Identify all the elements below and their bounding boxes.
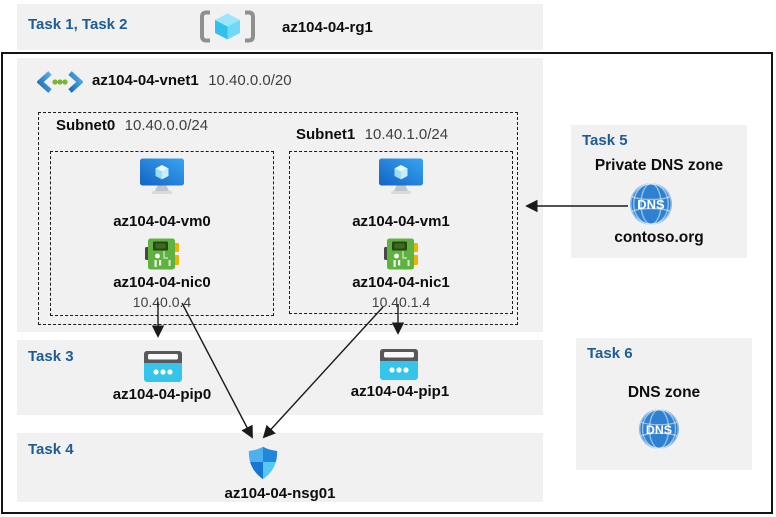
private-dns-icon: DNS <box>630 182 672 226</box>
vnet-name: az104-04-vnet1 <box>92 72 199 89</box>
diagram-border <box>1 52 773 514</box>
dns-zone-icon-text: DNS <box>646 423 672 437</box>
subnet1-cidr: 10.40.1.0/24 <box>364 126 449 143</box>
virtual-network-icon <box>37 71 83 93</box>
resource-group-band: Task 1, Task 2 az104-04-rg1 <box>17 4 543 50</box>
subnet0-box: az104-04-vm0 az104-04-nic0 10.40.0.4 <box>50 151 274 316</box>
nic0-name: az104-04-nic0 <box>113 274 211 292</box>
task3-label: Task 3 <box>28 348 74 365</box>
task6-box: Task 6 DNS zone DNS <box>576 338 752 470</box>
task4-band: Task 4 az104-04-nsg01 <box>17 433 543 502</box>
private-dns-zone-name: contoso.org <box>614 229 704 246</box>
subnet1-box: az104-04-vm1 az104-04-nic1 10.40.1.4 <box>289 151 513 314</box>
nic1-ip: 10.40.1.4 <box>371 293 431 310</box>
dns-zone-icon: DNS <box>638 408 680 450</box>
vm1-icon <box>379 158 423 194</box>
pip0-icon <box>144 351 182 382</box>
subnet0-cidr: 10.40.0.0/24 <box>124 117 209 134</box>
task5-box: Task 5 Private DNS zone DNS contoso.org <box>571 125 747 258</box>
task5-label: Task 5 <box>582 132 628 149</box>
task4-label: Task 4 <box>28 441 74 458</box>
resource-group-icon <box>200 10 255 43</box>
vm0-name: az104-04-vm0 <box>113 213 211 230</box>
nic1-name: az104-04-nic1 <box>352 274 450 292</box>
vm0-icon <box>140 158 184 194</box>
task3-band: Task 3 az104-04-pip0 az104-04-pip1 <box>17 340 543 415</box>
subnet-container: Subnet0 10.40.0.0/24 az <box>38 112 518 325</box>
subnet1-title: Subnet1 10.40.1.0/24 <box>296 126 448 144</box>
subnet0-name: Subnet0 <box>56 117 116 134</box>
vnet-box: az104-04-vnet1 10.40.0.0/20 Subnet0 10.4… <box>17 58 543 332</box>
subnet1-name: Subnet1 <box>296 126 356 143</box>
pip1-name: az104-04-pip1 <box>350 383 450 400</box>
nic0-ip: 10.40.0.4 <box>132 293 192 310</box>
vnet-cidr: 10.40.0.0/20 <box>208 72 292 89</box>
pip1-icon <box>380 349 418 380</box>
dns-zone-title: DNS zone <box>627 384 701 401</box>
subnet0-title: Subnet0 10.40.0.0/24 <box>56 117 208 135</box>
nic0-icon <box>145 238 179 270</box>
resource-group-name: az104-04-rg1 <box>282 19 373 36</box>
nic1-icon <box>384 238 418 270</box>
nsg-name: az104-04-nsg01 <box>224 485 336 502</box>
private-dns-zone-title: Private DNS zone <box>594 157 724 174</box>
vm1-name: az104-04-vm1 <box>352 213 450 230</box>
task6-label: Task 6 <box>587 345 633 362</box>
vnet-title: az104-04-vnet1 10.40.0.0/20 <box>92 72 292 90</box>
nsg-shield-icon <box>248 446 278 480</box>
pip0-name: az104-04-pip0 <box>112 386 212 403</box>
task-1-2-label: Task 1, Task 2 <box>28 16 128 33</box>
private-dns-icon-text: DNS <box>637 197 665 212</box>
